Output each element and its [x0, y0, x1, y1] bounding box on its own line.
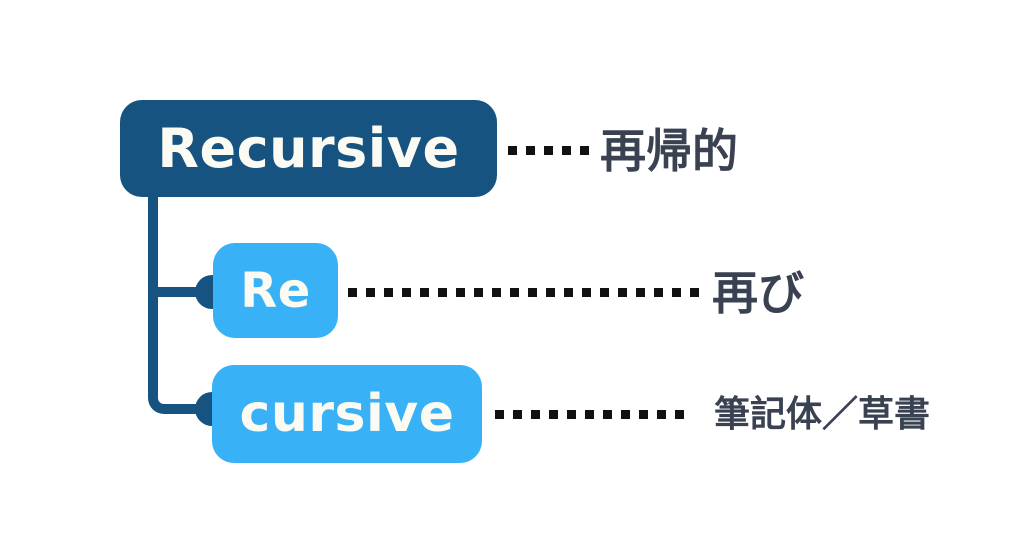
tree-branch-line-re	[150, 287, 210, 297]
dotted-leader-root	[508, 146, 589, 155]
dotted-leader-re	[348, 288, 699, 297]
root-word-box: Recursive	[120, 100, 497, 197]
part-box-re: Re	[213, 243, 338, 338]
part-meaning-re: 再び	[712, 266, 804, 320]
part-label-cursive: cursive	[239, 384, 455, 444]
dotted-leader-cursive	[495, 410, 693, 419]
part-label-re: Re	[240, 262, 311, 319]
root-meaning-text: 再帰的	[600, 124, 738, 178]
tree-trunk-elbow-line	[148, 195, 222, 414]
root-word-label: Recursive	[157, 117, 460, 180]
part-meaning-cursive: 筆記体／草書	[714, 394, 931, 435]
part-box-cursive: cursive	[212, 365, 482, 463]
